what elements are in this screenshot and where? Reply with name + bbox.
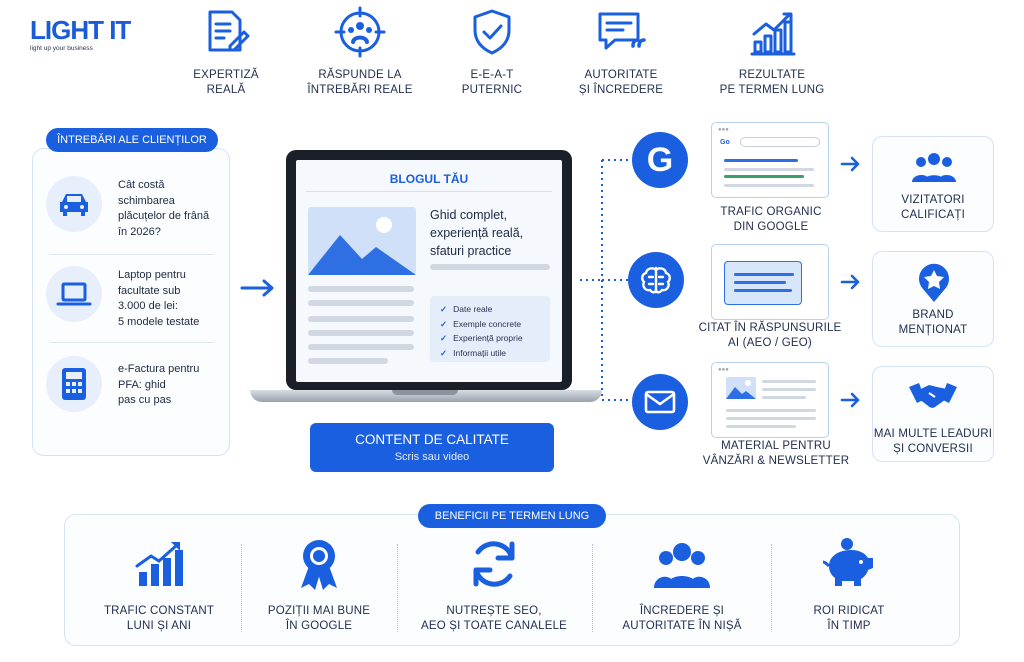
target-people-icon — [334, 6, 386, 58]
cta-title: CONTENT DE CALITATE — [355, 432, 509, 447]
feature-real-questions: RĂSPUNDE LA ÎNTREBĂRI REALE — [295, 6, 425, 98]
ai-brain-icon — [628, 252, 684, 308]
blog-header: BLOGUL TĂU — [306, 166, 552, 192]
text-line — [308, 344, 414, 350]
feature-authority: AUTORITATE ȘI ÎNCREDERE — [556, 6, 686, 98]
brand-star-pin-icon — [917, 262, 951, 307]
question-text: Laptop pentru facultate sub 3.000 de lei… — [118, 269, 200, 328]
laptop-base — [250, 390, 602, 402]
cta-subtitle: Scris sau video — [394, 451, 470, 463]
shield-check-icon — [466, 6, 518, 58]
bar-growth-icon — [131, 536, 187, 592]
quote-bubble-icon — [595, 6, 647, 58]
image-placeholder-icon — [726, 377, 756, 404]
feature-label: E-E-A-T PUTERNIC — [461, 69, 523, 96]
divider — [50, 342, 214, 343]
newsletter-card: ●●● — [711, 362, 829, 438]
growth-chart-icon — [746, 6, 798, 58]
image-placeholder-icon — [308, 207, 416, 280]
text-line — [308, 358, 388, 364]
divider — [397, 544, 398, 632]
question-text: Cât costă schimbarea plăcuțelor de frână… — [118, 179, 210, 238]
calculator-icon — [46, 356, 102, 412]
feature-expertise: EXPERTIZĂ REALĂ — [161, 6, 291, 98]
refresh-cycle-icon — [466, 536, 522, 592]
checklist-item: ✓Exemple concrete — [440, 318, 522, 329]
benefit-label: TRAFIC CONSTANT LUNI ȘI ANI — [103, 605, 215, 632]
benefits-panel — [64, 514, 960, 646]
logo-tagline: light up your business — [30, 45, 93, 52]
piggy-bank-icon — [821, 536, 877, 592]
benefit-item: POZIȚII MAI BUNE ÎN GOOGLE — [244, 536, 394, 634]
divider — [241, 544, 242, 632]
checklist-item: ✓Date reale — [440, 304, 493, 314]
benefit-item: NUTREȘTE SEO, AEO ȘI TOATE CANALELE — [406, 536, 582, 634]
handshake-icon — [907, 379, 959, 420]
question-item: Cât costă schimbarea plăcuțelor de frână… — [46, 176, 221, 238]
benefit-label: POZIȚII MAI BUNE ÎN GOOGLE — [267, 605, 371, 632]
connector-lines — [580, 159, 632, 401]
result-leads: MAI MULTE LEADURI ȘI CONVERSII — [872, 366, 994, 462]
car-icon — [46, 176, 102, 232]
award-ribbon-icon — [291, 536, 347, 592]
text-line — [308, 286, 414, 292]
arrow-icon — [840, 274, 862, 293]
checklist-item: ✓Experiență proprie — [440, 333, 523, 343]
document-pen-icon — [200, 6, 252, 58]
feature-label: REZULTATE PE TERMEN LUNG — [719, 69, 825, 96]
divider — [592, 544, 593, 632]
logo-text: LIGHT IT — [30, 15, 131, 45]
benefit-label: NUTREȘTE SEO, AEO ȘI TOATE CANALELE — [420, 605, 568, 632]
question-text: e-Factura pentru PFA: ghid pas cu pas — [118, 363, 200, 406]
question-item: Laptop pentru facultate sub 3.000 de lei… — [46, 266, 221, 328]
result-visitors: VIZITATORI CALIFICAȚI — [872, 136, 994, 232]
text-line — [308, 316, 414, 322]
divider — [771, 544, 772, 632]
benefit-item: ROI RIDICAT ÎN TIMP — [774, 536, 924, 634]
team-trust-icon — [654, 536, 710, 592]
benefit-item: ÎNCREDERE ȘI AUTORITATE ÎN NIȘĂ — [604, 536, 760, 634]
benefit-label: ÎNCREDERE ȘI AUTORITATE ÎN NIȘĂ — [622, 605, 742, 632]
search-result-card: ●●● Go — [711, 122, 829, 198]
google-g-icon: G — [632, 132, 688, 188]
email-icon — [632, 374, 688, 430]
feature-long-term: REZULTATE PE TERMEN LUNG — [707, 6, 837, 98]
arrow-icon — [840, 156, 862, 175]
feature-label: RĂSPUNDE LA ÎNTREBĂRI REALE — [307, 69, 413, 96]
blog-headline: Ghid complet, experiență reală, sfaturi … — [430, 208, 524, 258]
feature-label: EXPERTIZĂ REALĂ — [193, 69, 259, 96]
brand-logo: LIGHT IT light up your business — [30, 16, 140, 58]
result-label: MAI MULTE LEADURI ȘI CONVERSII — [873, 428, 993, 455]
blog-checklist: ✓Date reale ✓Exemple concrete ✓Experienț… — [430, 296, 550, 362]
text-line — [308, 300, 414, 306]
feature-eeat: E-E-A-T PUTERNIC — [427, 6, 557, 98]
benefit-label: ROI RIDICAT ÎN TIMP — [813, 605, 885, 632]
result-label: VIZITATORI CALIFICAȚI — [901, 194, 965, 221]
checklist-item: ✓Informații utile — [440, 347, 507, 358]
channel-label: TRAFIC ORGANIC DIN GOOGLE — [720, 206, 822, 233]
channel-label: MATERIAL PENTRU VÂNZĂRI & NEWSLETTER — [702, 440, 850, 467]
ai-answer-card — [711, 244, 829, 320]
questions-title: ÎNTREBĂRI ALE CLIENȚILOR — [46, 128, 218, 152]
divider — [50, 254, 214, 255]
question-item: e-Factura pentru PFA: ghid pas cu pas — [46, 356, 221, 416]
laptop-notch — [392, 390, 458, 395]
benefit-item: TRAFIC CONSTANT LUNI ȘI ANI — [84, 536, 234, 634]
arrow-icon — [240, 278, 276, 303]
feature-label: AUTORITATE ȘI ÎNCREDERE — [578, 69, 664, 96]
arrow-icon — [840, 392, 862, 411]
quality-content-button[interactable]: CONTENT DE CALITATE Scris sau video — [310, 423, 554, 472]
text-line — [308, 330, 414, 336]
visitors-group-icon — [911, 151, 957, 188]
result-brand: BRAND MENȚIONAT — [872, 251, 994, 347]
headline-underline — [430, 264, 552, 504]
benefits-title: BENEFICII PE TERMEN LUNG — [418, 504, 606, 528]
channel-label: CITAT ÎN RĂSPUNSURILE AI (AEO / GEO) — [698, 322, 842, 349]
laptop-icon — [46, 266, 102, 322]
result-label: BRAND MENȚIONAT — [898, 309, 968, 336]
